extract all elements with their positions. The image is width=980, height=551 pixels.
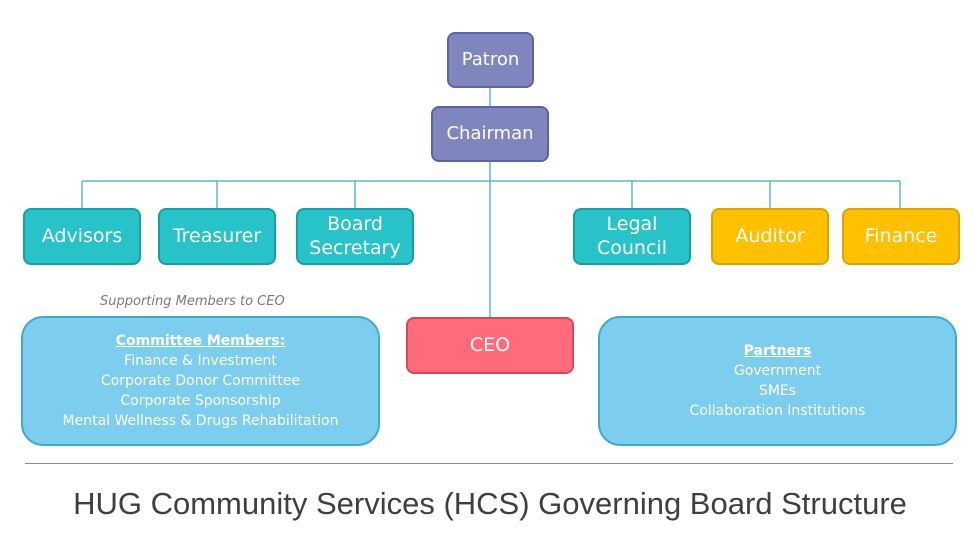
patron-box: Patron: [447, 32, 534, 88]
supporting-members-caption: Supporting Members to CEO: [100, 294, 285, 309]
partner-item: SMEs: [758, 383, 797, 399]
auditor-box: Auditor: [711, 208, 829, 265]
committee-item: Mental Wellness & Drugs Rehabilitation: [62, 413, 339, 429]
partner-item: Government: [733, 363, 822, 379]
committee-members-panel: Committee Members: Finance & Investment …: [21, 316, 380, 446]
legal-council-box: Legal Council: [573, 208, 691, 265]
chairman-label: Chairman: [446, 122, 534, 144]
committee-item: Finance & Investment: [124, 353, 277, 369]
partner-item: Collaboration Institutions: [689, 403, 866, 419]
finance-label: Finance: [864, 224, 938, 247]
patron-label: Patron: [461, 48, 520, 70]
page-title: HUG Community Services (HCS) Governing B…: [73, 486, 907, 521]
committee-item: Corporate Donor Committee: [100, 373, 301, 389]
treasurer-label: Treasurer: [172, 224, 262, 247]
ceo-label: CEO: [469, 333, 511, 356]
advisors-box: Advisors: [23, 208, 141, 265]
board-secretary-box: Board Secretary: [296, 208, 414, 265]
auditor-label: Auditor: [735, 224, 805, 247]
treasurer-box: Treasurer: [158, 208, 276, 265]
partners-heading: Partners: [743, 343, 812, 359]
ceo-box: CEO: [406, 317, 574, 374]
committee-heading: Committee Members:: [115, 333, 286, 349]
board-secretary-label: Board Secretary: [309, 212, 401, 259]
advisors-label: Advisors: [41, 224, 123, 247]
committee-item: Corporate Sponsorship: [120, 393, 281, 409]
partners-panel: Partners Government SMEs Collaboration I…: [598, 316, 957, 446]
legal-council-label: Legal Council: [597, 212, 667, 259]
chairman-box: Chairman: [431, 106, 549, 162]
finance-box: Finance: [842, 208, 960, 265]
divider-line: [25, 463, 953, 464]
